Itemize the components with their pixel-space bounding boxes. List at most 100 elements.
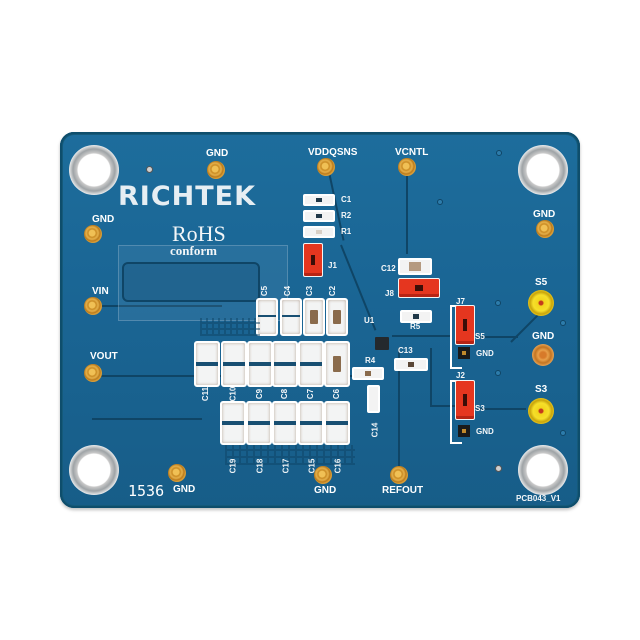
board-slot	[122, 262, 260, 302]
label-c5: C5	[260, 285, 270, 297]
label-vout: VOUT	[90, 351, 118, 362]
test-point-vcntl[interactable]	[398, 158, 416, 176]
test-point-gnd-top[interactable]	[207, 161, 225, 179]
label-c9: C9	[255, 388, 265, 400]
label-c8: C8	[280, 388, 290, 400]
mounting-hole-top-right	[518, 145, 568, 195]
via	[560, 320, 566, 326]
label-j2-gnd: GND	[476, 427, 494, 436]
test-point-s3[interactable]	[528, 398, 554, 424]
capacitor-c18	[246, 401, 272, 445]
mounting-hole-bottom-right	[518, 445, 568, 495]
label-j8: J8	[385, 289, 394, 298]
test-point-gnd-mid-right[interactable]	[532, 344, 554, 366]
via	[495, 300, 501, 306]
jumper-j7-gnd-pin	[458, 347, 470, 359]
capacitor-c5	[256, 298, 278, 336]
capacitor-c4	[280, 298, 302, 336]
via	[560, 430, 566, 436]
label-s3: S3	[535, 384, 548, 395]
trace-s5	[476, 336, 518, 338]
resistor-r5	[400, 310, 432, 323]
label-c4: C4	[283, 285, 293, 297]
jumper-j8[interactable]	[398, 278, 440, 298]
label-vddqsns: VDDQSNS	[308, 147, 358, 158]
label-gnd-bottom-mid: GND	[314, 485, 337, 496]
via	[495, 465, 502, 472]
capacitor-c11	[194, 341, 220, 387]
via	[146, 166, 153, 173]
capacitor-c6	[324, 341, 350, 387]
via-field-bottom	[225, 445, 355, 465]
via	[437, 199, 443, 205]
label-vcntl: VCNTL	[395, 147, 429, 158]
test-point-gnd-left[interactable]	[84, 225, 102, 243]
capacitor-c9	[247, 341, 273, 387]
trace-vin-outline	[92, 305, 222, 307]
label-c15: C15	[307, 458, 317, 474]
label-r5: R5	[410, 322, 421, 331]
capacitor-c15	[298, 401, 324, 445]
label-c1: C1	[341, 195, 352, 204]
test-point-s5[interactable]	[528, 290, 554, 316]
test-point-refout[interactable]	[390, 466, 408, 484]
label-refout: REFOUT	[382, 485, 424, 496]
label-c7: C7	[306, 388, 316, 400]
resistor-r1	[303, 226, 335, 238]
capacitor-c8	[272, 341, 298, 387]
rohs-conform-text: conform	[170, 243, 217, 258]
trace-s3	[476, 408, 526, 410]
capacitor-c14	[367, 385, 380, 413]
via	[496, 150, 502, 156]
jumper-j1[interactable]	[303, 243, 323, 277]
trace-u1-j2	[430, 348, 432, 406]
capacitor-c13	[394, 358, 428, 371]
trace-u1-j7	[392, 335, 450, 337]
trace-u1-j2-h	[430, 405, 460, 407]
jumper-j2-gnd-pin	[458, 425, 470, 437]
trace-refout	[398, 348, 400, 466]
jumper-j2[interactable]	[455, 380, 475, 420]
capacitor-c2	[326, 298, 348, 336]
label-j2-s3: S3	[475, 404, 485, 413]
label-j7-s5: S5	[475, 332, 485, 341]
test-point-gnd-right[interactable]	[536, 220, 554, 238]
label-c18: C18	[255, 458, 265, 474]
label-c12: C12	[381, 264, 396, 273]
label-c16: C16	[333, 458, 343, 474]
capacitor-c7	[298, 341, 324, 387]
label-gnd-bottom-left: GND	[173, 484, 196, 495]
test-point-vin[interactable]	[84, 297, 102, 315]
jumper-j7[interactable]	[455, 305, 475, 345]
label-c6: C6	[332, 388, 342, 400]
test-point-gnd-bottom-mid[interactable]	[314, 466, 332, 484]
label-gnd-right: GND	[533, 209, 556, 220]
label-gnd-left: GND	[92, 214, 115, 225]
brand-logo: RICHTEK	[118, 181, 257, 212]
label-r1: R1	[341, 227, 352, 236]
capacitor-c10	[221, 341, 247, 387]
capacitor-c19	[220, 401, 246, 445]
label-j7: J7	[456, 297, 465, 306]
label-j1: J1	[328, 261, 337, 270]
label-c14: C14	[370, 422, 380, 438]
mounting-hole-bottom-left	[69, 445, 119, 495]
label-c3: C3	[305, 285, 315, 297]
label-c19: C19	[228, 458, 238, 474]
capacitor-c12	[398, 258, 432, 275]
resistor-r2	[303, 210, 335, 222]
label-vin: VIN	[92, 286, 109, 297]
label-r4: R4	[365, 356, 376, 365]
test-point-gnd-bottom-left[interactable]	[168, 464, 186, 482]
test-point-vout[interactable]	[84, 364, 102, 382]
label-gnd-mid-right: GND	[532, 331, 555, 342]
label-c17: C17	[281, 458, 291, 474]
rohs-mark: RoHS	[172, 221, 226, 246]
trace-vout-outline-low	[92, 418, 202, 420]
resistor-r4	[352, 367, 384, 380]
trace-vcntl	[406, 172, 408, 254]
test-point-vddqsns[interactable]	[317, 158, 335, 176]
capacitor-c1	[303, 194, 335, 206]
label-gnd-top: GND	[206, 148, 229, 159]
pcb-board-edge	[60, 132, 580, 508]
